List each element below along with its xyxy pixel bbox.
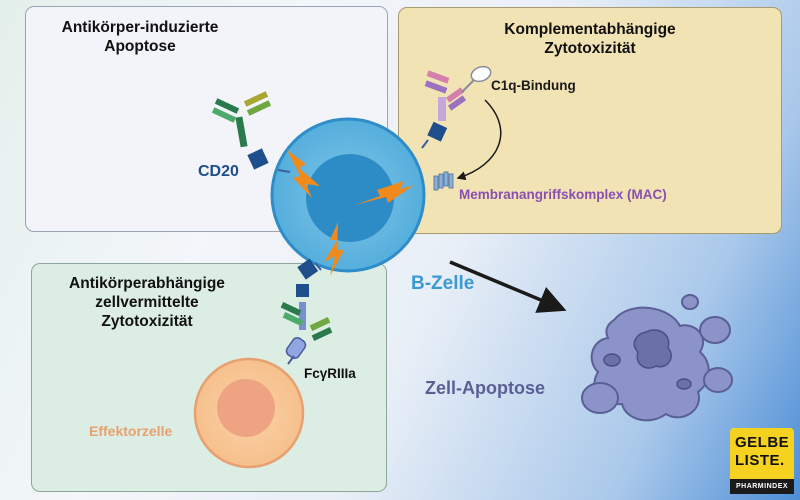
- effector-cell: [193, 357, 305, 469]
- cd20-receptor: [297, 258, 322, 280]
- antibody-icon: [280, 302, 333, 341]
- b-cell: [270, 117, 426, 273]
- cd20-label: CD20: [198, 163, 239, 180]
- panel-title-line: Komplementabhängige: [504, 21, 676, 38]
- panel-title-line: Antikörper-induzierte: [61, 19, 219, 36]
- mac-pore-icon: [433, 171, 454, 191]
- panel-title: Antikörper-induzierte Apoptose: [32, 18, 248, 56]
- panel-title-line: Apoptose: [104, 38, 176, 55]
- antibody-icon: [424, 70, 467, 121]
- panel-title-line: zellvermittelte: [95, 294, 199, 311]
- effector-cell-label: Effektorzelle: [89, 423, 173, 439]
- antibody-icon: [211, 91, 272, 148]
- lightning-icon: [355, 181, 414, 205]
- fcgr-label: FcγRIIIa: [304, 366, 356, 381]
- fc-receptor-icon: [285, 337, 307, 365]
- panel-complement-dependent-cytotoxicity: Komplementabhängige Zytotoxizität: [398, 7, 782, 234]
- panel-title-line: Antikörperabhängige: [69, 275, 225, 292]
- mac-label: Membranangriffskomplex (MAC): [459, 187, 667, 202]
- b-cell-label: B-Zelle: [411, 273, 475, 294]
- apoptotic-cell-nucleus: [603, 329, 692, 390]
- cd20-receptor: [247, 148, 291, 173]
- panel-title: Antikörperabhängige zellvermittelte Zyto…: [32, 274, 262, 331]
- logo-line: GELBE: [735, 434, 790, 451]
- cell-apoptosis-label: Zell-Apoptose: [425, 378, 545, 398]
- lightning-icons: [287, 150, 414, 276]
- logo-line: LISTE.: [735, 452, 785, 469]
- lightning-icon: [287, 150, 320, 198]
- panel-title: Komplementabhängige Zytotoxizität: [399, 20, 781, 58]
- gelbe-liste-logo: GELBE LISTE. PHARMINDEX: [730, 428, 794, 494]
- cd20-receptor: [296, 284, 309, 297]
- lightning-icon: [324, 222, 344, 276]
- c1q-arrow: [456, 99, 502, 181]
- logo-line: PHARMINDEX: [730, 479, 794, 494]
- panel-title-line: Zytotoxizität: [544, 40, 636, 57]
- cd20-receptor: [421, 121, 448, 149]
- c1q-icon: [461, 65, 492, 93]
- panel-antibody-induced-apoptosis: Antikörper-induzierte Apoptose: [25, 6, 388, 232]
- c1q-label: C1q-Bindung: [491, 78, 576, 93]
- panel-title-line: Zytotoxizität: [101, 313, 193, 330]
- progression-arrow: [449, 260, 567, 313]
